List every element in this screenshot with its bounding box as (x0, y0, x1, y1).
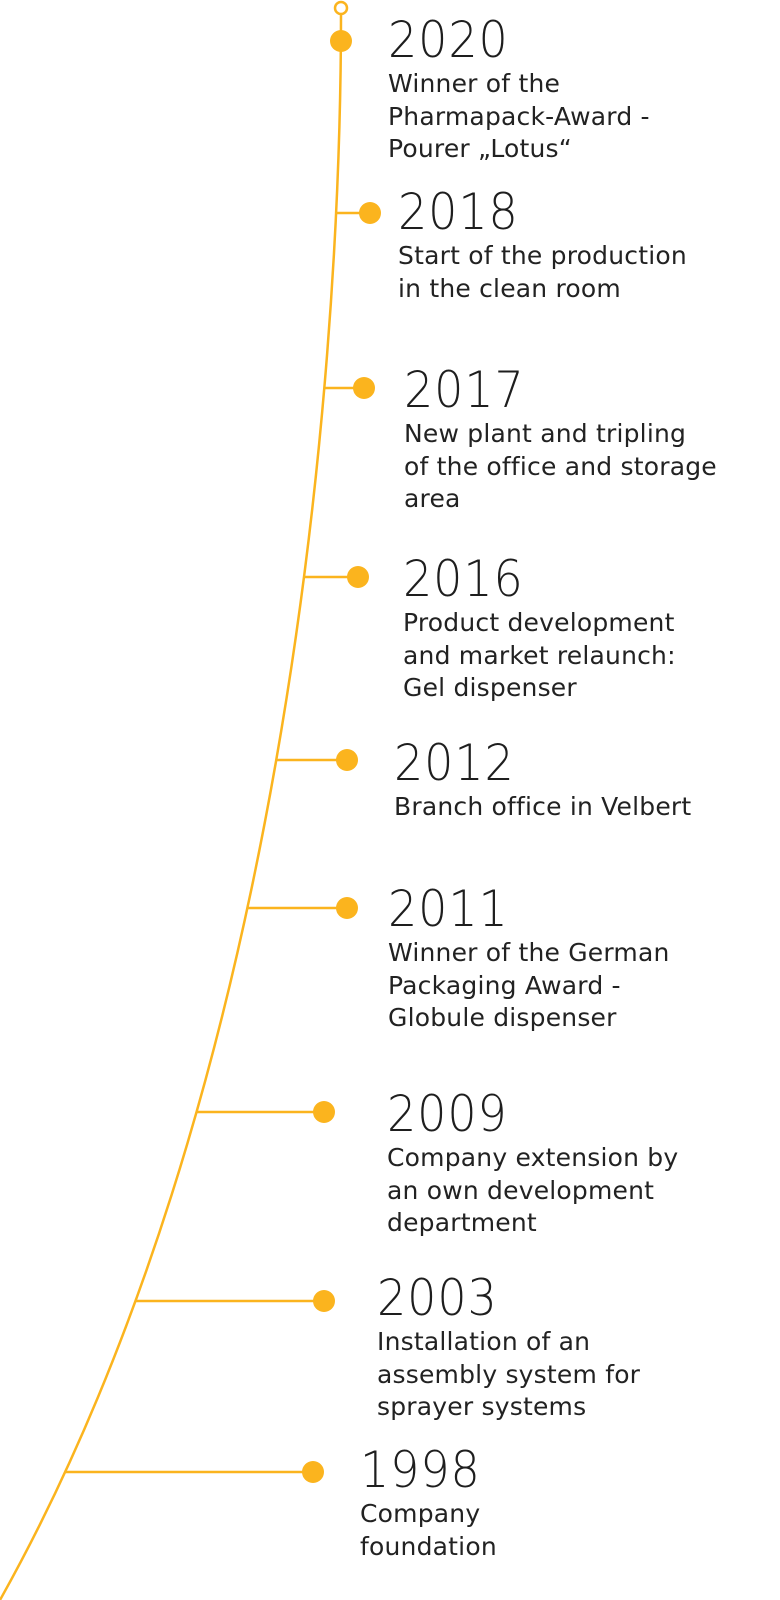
timeline-entry-2011: 2011 Winner of the German Packaging Awar… (388, 881, 670, 1035)
timeline-entry-2012: 2012 Branch office in Velbert (394, 735, 691, 824)
timeline-dot (347, 566, 369, 588)
timeline-marks (65, 30, 381, 1483)
timeline-dot (313, 1101, 335, 1123)
timeline-entry-2016: 2016 Product development and market rela… (403, 551, 676, 705)
entry-description: Product development and market relaunch:… (403, 608, 676, 702)
timeline-dot (313, 1290, 335, 1312)
timeline-dot (336, 749, 358, 771)
entry-year: 2020 (388, 11, 509, 69)
timeline-entry-1998: 1998 Company foundation (360, 1442, 497, 1563)
entry-year: 2017 (404, 361, 525, 419)
entry-description: Branch office in Velbert (394, 792, 692, 821)
entry-year: 2003 (377, 1269, 498, 1327)
entry-description: New plant and tripling of the office and… (404, 419, 717, 513)
entry-year: 1998 (360, 1441, 481, 1499)
timeline-start-ring (333, 0, 349, 16)
entry-year: 2012 (394, 734, 515, 792)
timeline-entry-2017: 2017 New plant and tripling of the offic… (404, 362, 717, 516)
timeline-entry-2018: 2018 Start of the production in the clea… (398, 184, 687, 305)
timeline-dot (353, 377, 375, 399)
entry-description: Installation of an assembly system for s… (377, 1327, 641, 1421)
entry-description: Start of the production in the clean roo… (398, 241, 687, 303)
timeline-dot (330, 30, 352, 52)
entry-year: 2011 (388, 880, 509, 938)
entry-description: Company extension by an own development … (387, 1143, 679, 1237)
entry-year: 2018 (398, 183, 519, 241)
entry-description: Company foundation (360, 1499, 497, 1561)
timeline-dot (359, 202, 381, 224)
entry-year: 2009 (387, 1085, 508, 1143)
entry-year: 2016 (403, 550, 524, 608)
timeline-entry-2009: 2009 Company extension by an own develop… (387, 1086, 678, 1240)
timeline-curve (0, 13, 343, 1600)
entry-description: Winner of the German Packaging Award - G… (388, 938, 670, 1032)
entry-description: Winner of the Pharmapack-Award - Pourer … (388, 69, 650, 163)
timeline-dot (336, 897, 358, 919)
timeline-dot (302, 1461, 324, 1483)
timeline-entry-2020: 2020 Winner of the Pharmapack-Award - Po… (388, 12, 650, 166)
timeline-entry-2003: 2003 Installation of an assembly system … (377, 1270, 640, 1424)
